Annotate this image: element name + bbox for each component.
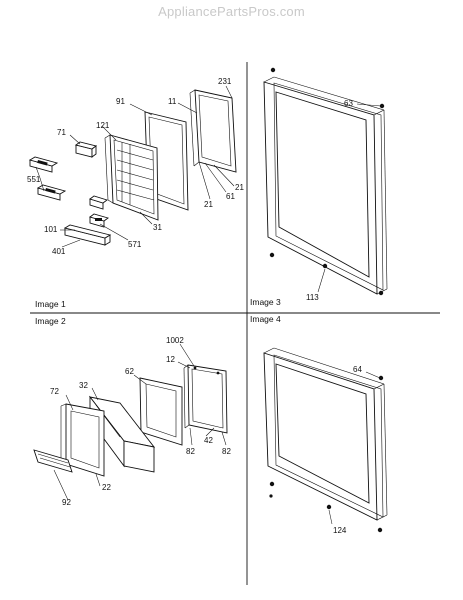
callout-101: 101 — [44, 225, 58, 234]
callout-82-left: 82 — [186, 447, 195, 456]
callout-72: 72 — [50, 387, 59, 396]
callout-231: 231 — [218, 77, 232, 86]
callout-21-right: 21 — [235, 183, 244, 192]
callout-71: 71 — [57, 128, 66, 137]
callout-63: 63 — [344, 99, 353, 108]
callout-11: 11 — [168, 97, 177, 106]
callout-82-right: 82 — [222, 447, 231, 456]
callout-32: 32 — [79, 381, 88, 390]
image-2-drawing: 1002 12 72 32 62 42 82 82 92 22 — [33, 336, 231, 507]
panel-title-image-2: Image 2 — [35, 316, 66, 326]
part-11-door-outer-panel — [189, 89, 237, 173]
part-551-shelf-bins — [28, 156, 67, 201]
callout-113: 113 — [306, 293, 319, 302]
image-4-drawing: 64 124 — [263, 347, 388, 535]
callout-64: 64 — [353, 365, 362, 374]
screw-icon — [269, 67, 385, 296]
callout-121: 121 — [96, 121, 110, 130]
callout-12: 12 — [166, 355, 175, 364]
callout-22: 22 — [102, 483, 111, 492]
callout-31: 31 — [153, 223, 162, 232]
part-571-clips — [89, 195, 109, 228]
callout-42: 42 — [204, 436, 213, 445]
image-3-drawing: 63 113 — [263, 67, 388, 302]
part-72-drawer-front — [60, 403, 105, 477]
part-121-door-liner — [104, 134, 159, 221]
part-92-handle — [33, 449, 73, 473]
callout-92: 92 — [62, 498, 71, 507]
callout-571: 571 — [128, 240, 142, 249]
panel-title-image-1: Image 1 — [35, 299, 66, 309]
callout-61: 61 — [226, 192, 235, 201]
part-12-door-frame — [183, 364, 228, 434]
part-71-bracket — [74, 141, 98, 158]
part-62-gasket — [139, 377, 183, 446]
callout-21-left: 21 — [204, 200, 213, 209]
callout-62: 62 — [125, 367, 134, 376]
callout-124: 124 — [333, 526, 347, 535]
callout-401: 401 — [52, 247, 66, 256]
screw-icon — [269, 375, 384, 533]
part-401-bottom-rail — [63, 224, 112, 246]
panel-title-image-4: Image 4 — [250, 314, 281, 324]
callout-91: 91 — [116, 97, 125, 106]
image-1-drawing: 231 91 11 71 121 551 21 61 21 31 101 571… — [27, 77, 244, 256]
callout-551: 551 — [27, 175, 41, 184]
panel-title-image-3: Image 3 — [250, 297, 281, 307]
callout-1002: 1002 — [166, 336, 184, 345]
watermark: AppliancePartsPros.com — [158, 4, 305, 19]
